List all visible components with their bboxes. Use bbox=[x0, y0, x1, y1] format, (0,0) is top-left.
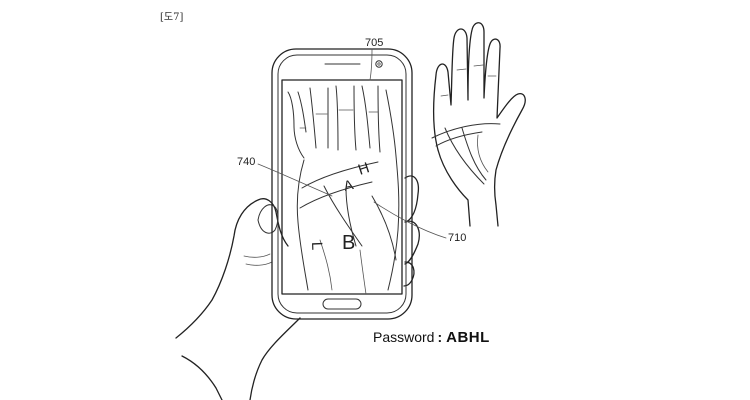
phone-bezel bbox=[277, 54, 407, 314]
ref-label-710: 710 bbox=[448, 232, 467, 244]
palm-letter-h: H bbox=[356, 159, 372, 179]
screen-palm bbox=[287, 85, 400, 294]
leader-740 bbox=[257, 163, 333, 197]
leader-710 bbox=[373, 201, 447, 239]
reference-palm bbox=[431, 22, 526, 227]
ref-label-740: 740 bbox=[237, 156, 256, 168]
phone-screen bbox=[281, 79, 403, 295]
phone-body bbox=[271, 48, 413, 320]
password-caption: Password:ABHL bbox=[373, 329, 490, 346]
palm-letter-a: A bbox=[342, 176, 356, 194]
password-label: Password bbox=[373, 329, 435, 345]
palm-letter-b: B bbox=[342, 232, 355, 254]
home-button bbox=[322, 298, 362, 310]
front-camera-icon bbox=[375, 60, 383, 68]
password-separator: : bbox=[437, 329, 443, 345]
palm-letter-l: L bbox=[308, 242, 325, 251]
leader-705 bbox=[369, 48, 373, 81]
password-value: ABHL bbox=[446, 329, 490, 346]
figure-label: [도7] bbox=[160, 12, 184, 23]
ref-label-705: 705 bbox=[365, 37, 384, 49]
smartphone bbox=[271, 48, 413, 320]
